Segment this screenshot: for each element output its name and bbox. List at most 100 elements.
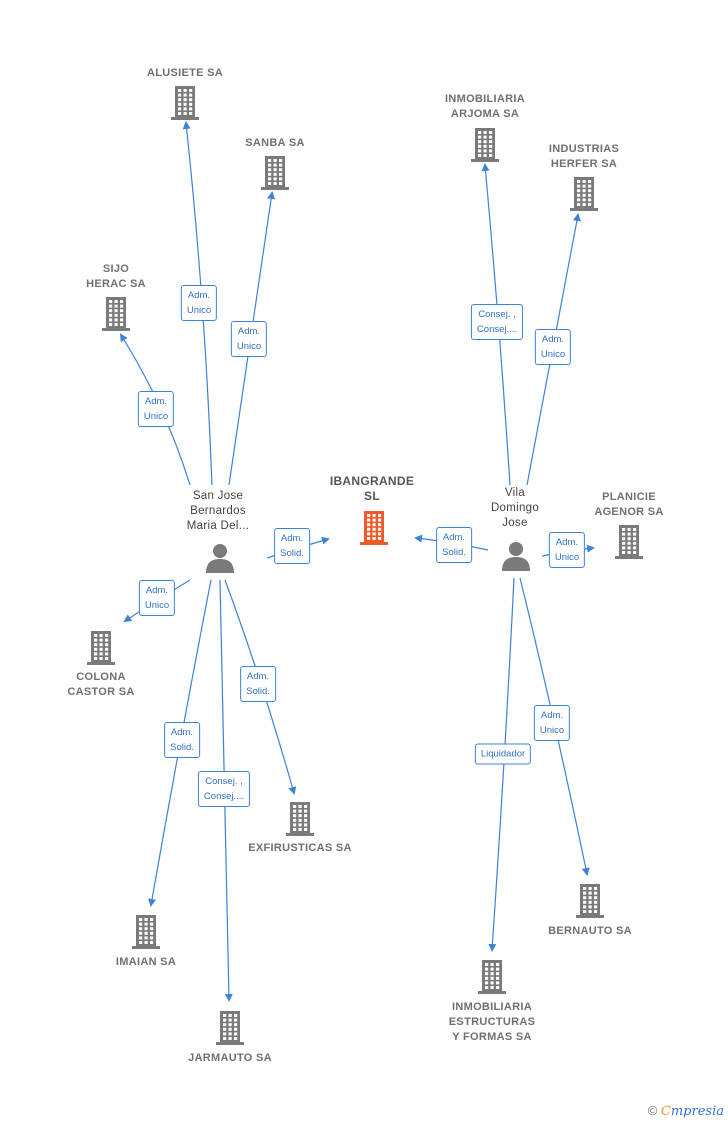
node-label-line: HERAC SA	[86, 278, 146, 290]
edge-label-line: Consej....	[476, 324, 518, 335]
node-label-line: PLANICIE	[602, 491, 656, 503]
node-inm_arjoma[interactable]	[469, 127, 501, 168]
person-icon	[502, 542, 530, 571]
node-sijo[interactable]	[100, 296, 132, 337]
edge-label-line: Unico	[144, 600, 170, 611]
node-label-line: COLONA	[76, 671, 126, 683]
edge-label-sanjose-jarmauto[interactable]: Consej. , Consej....	[197, 771, 251, 807]
node-label-line: Bernardos	[190, 505, 246, 517]
node-label-inm_arjoma[interactable]: INMOBILIARIA ARJOMA SA	[445, 92, 525, 122]
edge-label-line: Adm.	[144, 396, 168, 407]
node-alusiete[interactable]	[169, 85, 201, 126]
edge-label-line: Unico	[540, 349, 566, 360]
edge-label-sanjose-alusiete[interactable]: Adm. Unico	[180, 285, 218, 321]
edge-label-vila-ibangrande[interactable]: Adm. Solid.	[436, 527, 472, 563]
building-icon	[102, 297, 130, 331]
node-bernauto[interactable]	[574, 883, 606, 924]
edge-label-line: Adm.	[145, 585, 169, 596]
edge-label-vila-inm_arjoma[interactable]: Consej. , Consej....	[470, 304, 524, 340]
node-label-line: INMOBILIARIA	[445, 93, 525, 105]
edge-label-sanjose-sijo[interactable]: Adm. Unico	[137, 391, 175, 427]
node-label-line: IBANGRANDE	[329, 474, 415, 488]
brand-name: mpresia	[670, 1104, 724, 1119]
edge-label-line: Adm.	[442, 532, 466, 543]
node-vila[interactable]	[500, 540, 532, 577]
building-icon	[132, 915, 160, 949]
edge-label-line: Unico	[186, 305, 212, 316]
edge-label-line: Adm.	[237, 326, 261, 337]
edge-label-sanjose-colona[interactable]: Adm. Unico	[138, 580, 176, 616]
edge-label-vila-bernauto[interactable]: Adm.Unico	[533, 705, 571, 741]
node-label-bernauto[interactable]: BERNAUTO SA	[548, 924, 632, 939]
node-label-line: EXFIRUSTICAS SA	[248, 842, 352, 854]
edge-label-line: Consej. ,	[478, 309, 516, 320]
node-label-line: IMAIAN SA	[115, 956, 177, 968]
brand-initial: C	[660, 1104, 671, 1119]
building-icon	[478, 960, 506, 994]
edge-label-line: Adm.	[555, 537, 579, 548]
node-label-line: ALUSIETE SA	[146, 67, 224, 79]
node-sanba[interactable]	[259, 155, 291, 196]
edge-label-line: Adm.	[280, 533, 304, 544]
node-label-line: Y FORMAS SA	[452, 1031, 532, 1043]
node-label-alusiete[interactable]: ALUSIETE SA	[147, 66, 223, 81]
edge-label-sanjose-imaian[interactable]: Adm. Solid.	[164, 722, 200, 758]
node-label-exfirusticas[interactable]: EXFIRUSTICAS SA	[248, 841, 352, 856]
node-colona[interactable]	[85, 630, 117, 671]
node-label-line: ESTRUCTURAS	[448, 1016, 536, 1028]
person-icon	[206, 544, 234, 573]
edge-label-line: Liquidador	[480, 748, 526, 760]
edge-label-line: Adm.	[170, 727, 194, 738]
edge-label-sanjose-exfirusticas[interactable]: Adm.Solid.	[240, 666, 276, 702]
edge-label-vila-inm_estructuras[interactable]: Liquidador	[474, 743, 532, 765]
node-sanjose[interactable]	[204, 542, 236, 579]
edge-label-line: Unico	[554, 552, 580, 563]
node-label-line: Domingo	[490, 502, 540, 514]
node-jarmauto[interactable]	[214, 1010, 246, 1051]
edge-label-sanjose-ibangrande[interactable]: Adm.Solid.	[274, 528, 310, 564]
edge-label-line: Solid.	[442, 547, 466, 558]
edge-label-line: Adm.	[246, 671, 270, 682]
node-label-line: Jose	[502, 517, 528, 529]
node-inm_estructuras[interactable]	[476, 959, 508, 1000]
copyright-symbol: ©	[647, 1103, 658, 1118]
node-label-sanba[interactable]: SANBA SA	[245, 136, 304, 151]
node-label-line: JARMAUTO SA	[188, 1052, 272, 1064]
building-icon	[286, 802, 314, 836]
edge-label-line: Solid.	[170, 742, 194, 753]
edge-label-line: Adm.	[540, 710, 564, 721]
edge-label-line: Adm.	[187, 290, 211, 301]
node-label-line: San Jose	[192, 490, 244, 502]
node-planicie[interactable]	[613, 524, 645, 565]
edge-label-line: Unico	[143, 411, 169, 422]
building-icon	[87, 631, 115, 665]
node-label-line: ARJOMA SA	[450, 108, 520, 120]
node-label-line: HERFER SA	[550, 158, 618, 170]
node-ibangrande[interactable]	[358, 510, 390, 551]
building-icon	[570, 177, 598, 211]
node-label-imaian[interactable]: IMAIAN SA	[116, 955, 176, 970]
node-imaian[interactable]	[130, 914, 162, 955]
node-exfirusticas[interactable]	[284, 801, 316, 842]
node-herfer[interactable]	[568, 176, 600, 217]
node-label-line: SANBA SA	[245, 137, 305, 149]
brand-watermark: © Cmpresia	[648, 1103, 724, 1119]
building-icon	[261, 156, 289, 190]
edge-label-vila-planicie[interactable]: Adm. Unico	[548, 532, 586, 568]
building-icon	[615, 525, 643, 559]
node-label-jarmauto[interactable]: JARMAUTO SA	[188, 1051, 272, 1066]
edge-label-line: Consej....	[203, 791, 245, 802]
edge-label-sanjose-sanba[interactable]: Adm.Unico	[230, 321, 268, 357]
edge-label-line: Consej. ,	[205, 776, 243, 787]
edge-label-vila-herfer[interactable]: Adm.Unico	[534, 329, 572, 365]
building-icon	[216, 1011, 244, 1045]
